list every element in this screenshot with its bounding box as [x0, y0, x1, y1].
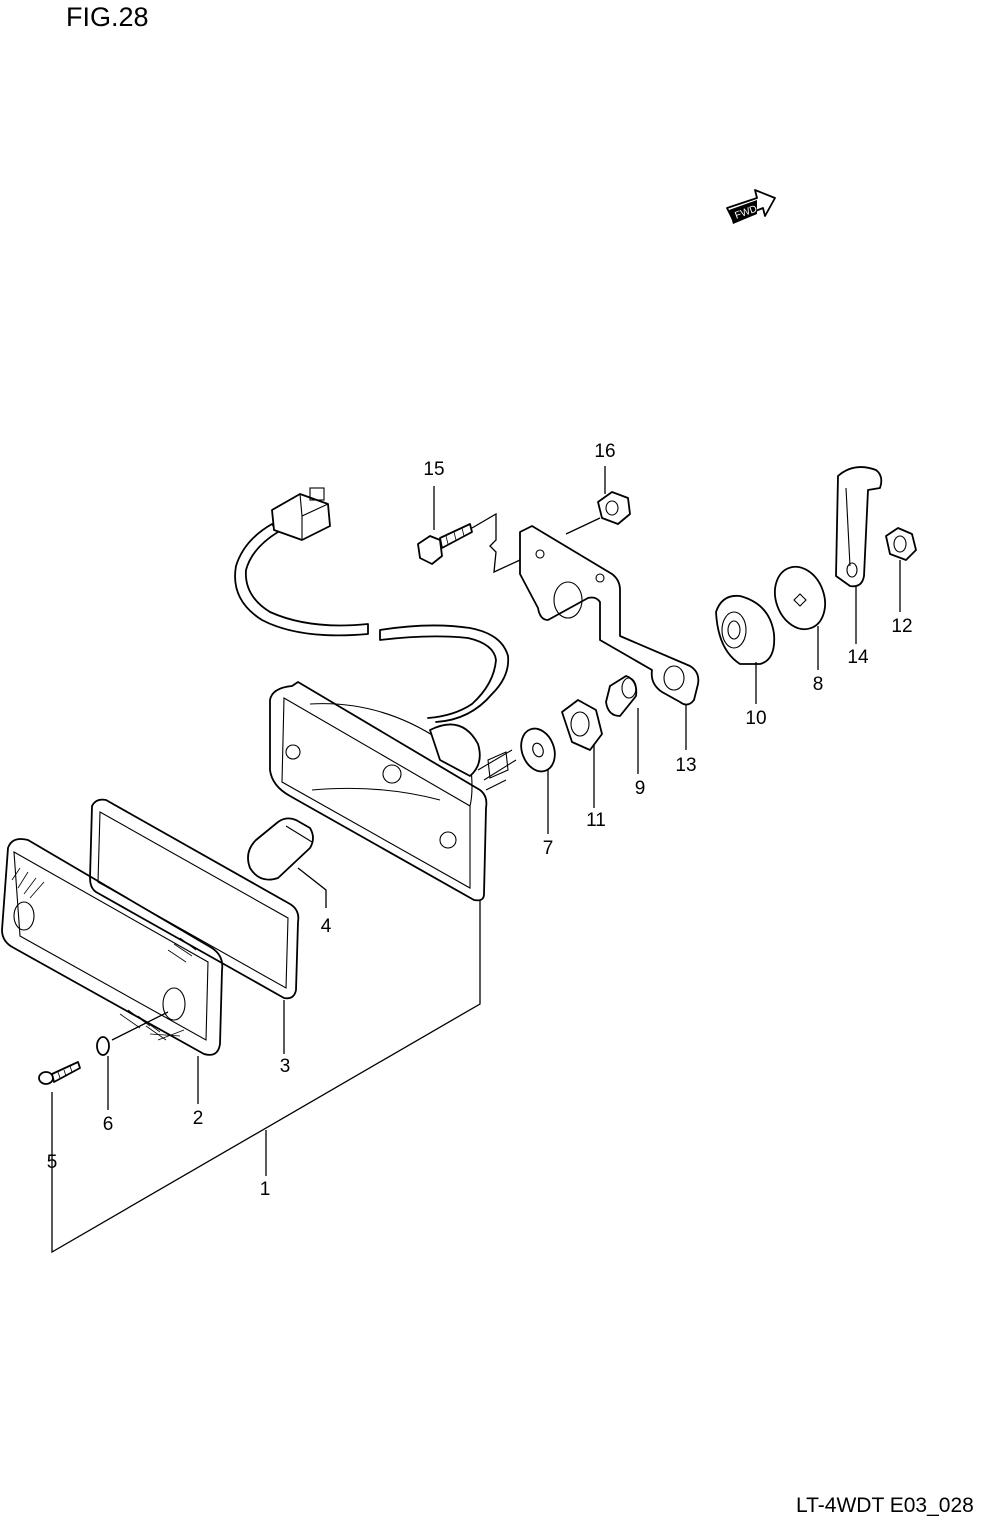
part-nut: [561, 699, 603, 751]
part-housing: [234, 487, 517, 902]
callout-4: 4: [321, 916, 332, 937]
part-washer-small: [96, 1036, 110, 1056]
callout-11: 11: [586, 810, 606, 831]
callout-14: 14: [847, 647, 869, 668]
callout-1: 1: [260, 1179, 271, 1200]
part-stay: [835, 466, 883, 588]
part-washer: [520, 727, 556, 773]
part-lens: [1, 838, 224, 1056]
callout-13: 13: [675, 755, 696, 776]
part-bracket: [519, 525, 700, 706]
callout-5: 5: [47, 1152, 58, 1173]
callout-3: 3: [280, 1056, 291, 1077]
part-nut-small: [885, 527, 917, 561]
callout-7: 7: [543, 838, 554, 859]
callout-16: 16: [594, 441, 615, 462]
callout-9: 9: [635, 778, 646, 799]
part-bulb: [247, 817, 314, 881]
part-grommet: [715, 594, 776, 665]
part-collar: [605, 675, 638, 717]
callouts: 1 2 3 4 5 6 7 8 9 10 11 12 13 14 15 16: [47, 441, 913, 1200]
leader-lines: [51, 466, 901, 1254]
part-flange-nut: [597, 491, 631, 525]
callout-10: 10: [745, 708, 766, 729]
callout-8: 8: [813, 674, 824, 695]
callout-6: 6: [103, 1114, 114, 1135]
diagram-code: LT-4WDT E03_028: [796, 1494, 974, 1517]
part-washer-large: [774, 565, 826, 631]
part-bolt: [417, 523, 473, 565]
callout-15: 15: [423, 459, 444, 480]
forward-arrow-icon: FWD: [726, 189, 776, 224]
part-screw: [38, 1061, 81, 1085]
figure-title: FIG.28: [66, 2, 149, 32]
callout-2: 2: [193, 1108, 204, 1129]
part-gasket: [89, 798, 300, 1000]
callout-12: 12: [891, 616, 912, 637]
